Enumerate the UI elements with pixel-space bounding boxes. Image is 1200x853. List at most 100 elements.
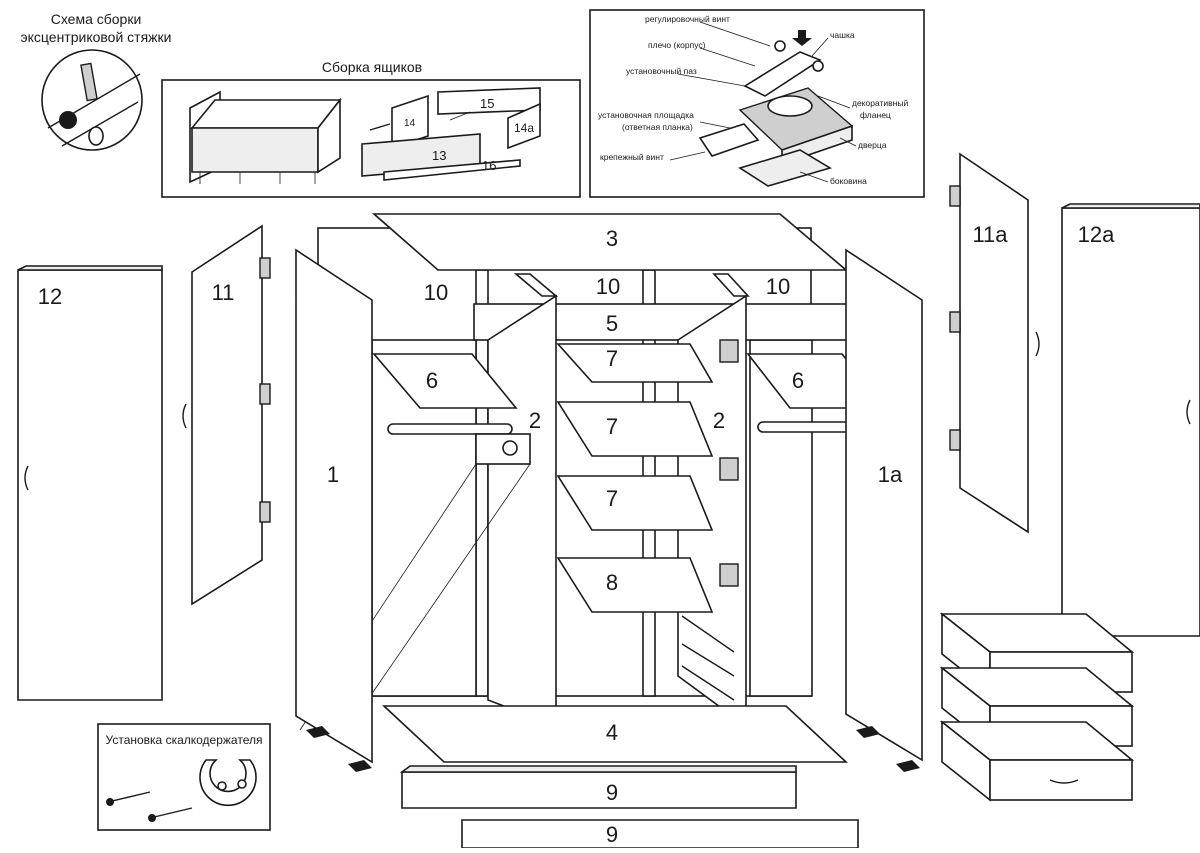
part-1a-right-side: [845, 248, 923, 762]
hinge-label-cup: чашка: [830, 30, 855, 40]
cam-title-line1: Схема сборки: [51, 11, 142, 27]
part-9-plinth-bottom: [461, 819, 859, 849]
rail-holder-detail-box: [475, 433, 531, 465]
clothes-rail-left: [387, 423, 513, 435]
hinge-label-mount-slot: установочный паз: [626, 66, 697, 76]
hinge-icon: [719, 563, 739, 587]
hinge-label-flange-1: декоративный: [852, 98, 908, 108]
arrow-down-icon: [792, 30, 812, 46]
door-12: [17, 269, 163, 701]
foot-marker-icon: [348, 760, 372, 772]
drawer-part-15-label: 15: [480, 96, 494, 111]
part-3-label: 3: [606, 226, 618, 251]
hinge-label-fix-screw: крепежный винт: [600, 152, 664, 162]
hinge-icon: [259, 383, 271, 405]
hinge-icon: [949, 185, 961, 207]
drawer-handle-icon: [1049, 779, 1079, 784]
part-10-left-label: 10: [424, 280, 448, 305]
hinge-icon: [949, 311, 961, 333]
drawer-part-13-label: 13: [432, 148, 446, 163]
drawer-assembly-caption: Сборка ящиков: [322, 59, 422, 75]
hinge-icon: [719, 339, 739, 363]
part-11a-label: 11a: [972, 222, 1008, 247]
part-7-top-label: 7: [606, 346, 618, 371]
part-4-label: 4: [606, 720, 618, 745]
part-6-left-label: 6: [426, 368, 438, 393]
rail-holder-inset-frame: [97, 723, 271, 831]
hinge-icon: [259, 501, 271, 523]
part-7-mid-label: 7: [606, 414, 618, 439]
part-8-label: 8: [606, 570, 618, 595]
part-7-shelf-low: [556, 475, 714, 531]
part-8-shelf: [556, 557, 714, 613]
part-9-top-label: 9: [606, 780, 618, 805]
part-9-bottom-label: 9: [606, 822, 618, 847]
doors: 12 11 11a 12a: [17, 152, 1200, 701]
hinge-label-mount-plate-2: (ответная планка): [622, 122, 693, 132]
part-7-shelf-top: [556, 343, 714, 383]
part-9-plinth-top: [401, 771, 797, 809]
door-11a: [959, 152, 1029, 534]
cam-tie-inset: Схема сборки эксцентриковой стяжки: [21, 11, 171, 151]
hinge-label-door: дверца: [858, 140, 887, 150]
hinge-detail-inset: регулировочный винт плечо (корпус) устан…: [589, 9, 925, 198]
part-5-label: 5: [606, 311, 618, 336]
part-10-mid-label: 10: [596, 274, 620, 299]
rail-holder-caption: Установка скалкодержателя: [106, 733, 263, 747]
screw-icon: [149, 807, 193, 819]
hinge-arm-icon: [743, 51, 822, 97]
part-1-label: 1: [327, 462, 339, 487]
rail-holder-icon: [502, 440, 518, 456]
mount-plate-icon: [698, 123, 760, 157]
drawer-part-14: [391, 94, 429, 150]
door-handle-icon: [182, 403, 187, 429]
door-11: [191, 224, 263, 606]
part-2-right-label: 2: [713, 408, 725, 433]
part-2-left-divider: [487, 294, 557, 728]
foot-marker-icon: [856, 726, 880, 738]
drawer-part-14a: [507, 102, 541, 150]
part-1a-label: 1a: [878, 462, 903, 487]
part-6-left-shelf: [372, 353, 518, 409]
rail-holder-bracket-icon: [199, 759, 257, 807]
hinge-label-adjust-screw: регулировочный винт: [645, 14, 730, 24]
plinths: 9 9: [399, 765, 859, 849]
screw-icon: [107, 791, 151, 803]
part-12-label: 12: [38, 284, 62, 309]
door-handle-icon: [1035, 331, 1040, 357]
drawer-assembly-inset: Сборка ящиков 14 15 14a 13 16: [161, 59, 581, 198]
drawer-part-16: [383, 159, 521, 181]
part-4-bottom: [381, 705, 849, 763]
part-7-shelf-mid: [556, 401, 714, 457]
hinge-label-arm: плечо (корпус): [648, 40, 706, 50]
door-handle-icon: [24, 465, 29, 491]
part-7-low-label: 7: [606, 486, 618, 511]
cam-lock-icon: [59, 111, 77, 129]
part-10-right-label: 10: [766, 274, 790, 299]
drawer-bottom: [939, 720, 1135, 802]
hinge-icon: [719, 457, 739, 481]
drawer-stack: [939, 612, 1135, 802]
part-1-left-side: [295, 248, 373, 764]
cam-bolt-icon: [80, 62, 98, 102]
foot-marker-icon: [306, 726, 330, 738]
drawer-part-14-label: 14: [404, 118, 416, 129]
drawer-part-14a-label: 14a: [514, 121, 534, 135]
drawer-part-16-label: 16: [482, 158, 496, 173]
rail-holder-inset: Установка скалкодержателя: [97, 723, 271, 831]
part-12a-label: 12a: [1078, 222, 1115, 247]
part-6-right-label: 6: [792, 368, 804, 393]
door-handle-icon: [1186, 399, 1191, 425]
part-10-right-rail: [712, 273, 750, 297]
hinge-label-side: боковина: [830, 176, 867, 186]
side-panel-section: [738, 149, 832, 187]
hinge-icon: [259, 257, 271, 279]
part-11-label: 11: [212, 280, 235, 305]
foot-marker-icon: [896, 760, 920, 772]
hinge-icon: [949, 429, 961, 451]
cabinet-body: 3 10 10 10 5 2 2 7 7 7 8 6 6: [295, 213, 923, 772]
hinge-label-flange-2: фланец: [860, 110, 891, 120]
part-2-left-label: 2: [529, 408, 541, 433]
